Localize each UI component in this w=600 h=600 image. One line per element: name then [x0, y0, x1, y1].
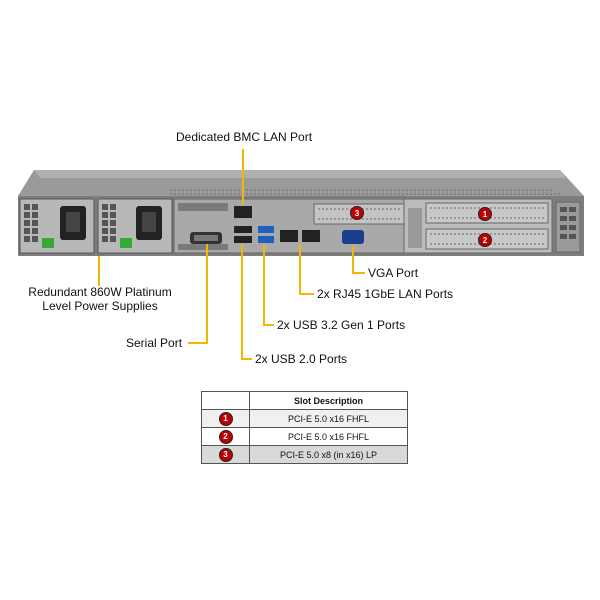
- slot-badge-3: 3: [350, 206, 364, 220]
- svg-text:2: 2: [483, 236, 488, 245]
- leader-serial: [188, 244, 208, 344]
- slot-number-badge: 1: [218, 411, 233, 426]
- label-usb3-ports: 2x USB 3.2 Gen 1 Ports: [277, 318, 406, 332]
- label-usb2-ports: 2x USB 2.0 Ports: [255, 352, 348, 366]
- slot-badge-1: 1: [478, 207, 492, 221]
- leader-usb3: [263, 244, 274, 326]
- usb3-connector-1: [258, 226, 274, 233]
- power-supply-2: [97, 198, 173, 254]
- usb3-connector-2: [258, 236, 274, 243]
- power-supply-1: [19, 198, 95, 254]
- slot-table-header: Slot Description: [249, 391, 408, 410]
- chassis-vents: [170, 189, 560, 195]
- slot-number-badge: 2: [218, 429, 233, 444]
- table-row: 1 PCI-E 5.0 x16 FHFL: [201, 409, 408, 428]
- bmc-lan-connector: [234, 206, 252, 218]
- slot-description: PCI-E 5.0 x16 FHFL: [249, 427, 408, 446]
- svg-text:1: 1: [483, 210, 488, 219]
- slot-badge-2: 2: [478, 233, 492, 247]
- slot-description: PCI-E 5.0 x8 (in x16) LP: [249, 445, 408, 464]
- rj45-connector-2: [302, 230, 320, 242]
- rj45-connector-1: [280, 230, 298, 242]
- leader-usb2: [241, 244, 252, 360]
- table-row: 2 PCI-E 5.0 x16 FHFL: [201, 427, 408, 446]
- label-serial-port: Serial Port: [126, 336, 183, 350]
- usb2-connector-1: [234, 226, 252, 233]
- label-rj45-ports: 2x RJ45 1GbE LAN Ports: [317, 287, 454, 301]
- slot-description: PCI-E 5.0 x16 FHFL: [249, 409, 408, 428]
- label-vga-port: VGA Port: [368, 266, 419, 280]
- label-bmc-lan-port: Dedicated BMC LAN Port: [176, 130, 313, 144]
- leader-rj45: [299, 244, 314, 295]
- usb2-connector-2: [234, 236, 252, 243]
- label-power-supplies: Redundant 860W Platinum Level Power Supp…: [28, 285, 172, 313]
- leader-vga: [352, 246, 365, 274]
- svg-text:3: 3: [355, 209, 360, 218]
- slot-description-table: Slot Description 1 PCI-E 5.0 x16 FHFL 2 …: [201, 391, 408, 464]
- slot-number-badge: 3: [218, 447, 233, 462]
- leader-lines: [98, 149, 365, 360]
- table-row: 3 PCI-E 5.0 x8 (in x16) LP: [201, 445, 408, 464]
- vga-connector: [342, 230, 364, 244]
- slot-table-header-num: [201, 391, 250, 410]
